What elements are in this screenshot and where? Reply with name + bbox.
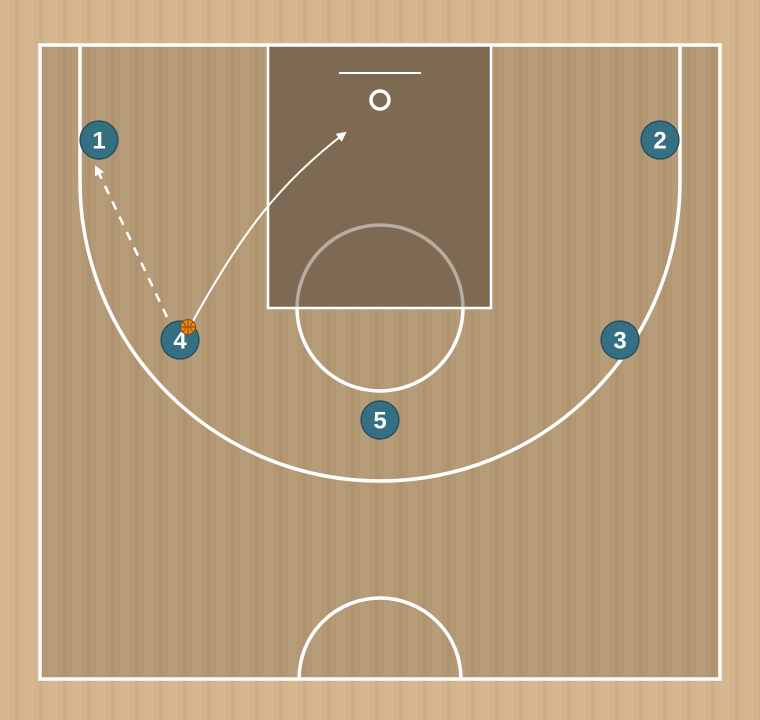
basket-rim: [369, 89, 391, 111]
player-4[interactable]: 4: [160, 320, 200, 360]
player-2-label: 2: [653, 128, 666, 155]
player-1[interactable]: 1: [79, 120, 119, 160]
three-point-line: [78, 45, 682, 483]
center-circle: [297, 596, 463, 680]
player-5-label: 5: [373, 408, 386, 435]
court-lines: [38, 43, 722, 681]
player-5[interactable]: 5: [360, 400, 400, 440]
free-throw-lane: [266, 43, 493, 310]
basketball-icon: [180, 319, 196, 335]
free-throw-circle-top: [295, 223, 465, 309]
player-2[interactable]: 2: [640, 120, 680, 160]
players-layer: 1 2 3 4 5: [79, 120, 680, 440]
cut-arrow-4-to-basket: [192, 131, 347, 322]
player-1-label: 1: [92, 128, 105, 155]
player-4-label: 4: [173, 328, 187, 355]
paint-area: [268, 45, 491, 308]
player-3-label: 3: [613, 328, 626, 355]
player-3[interactable]: 3: [600, 320, 640, 360]
pass-arrow-4-to-1: [94, 165, 169, 318]
free-throw-circle-bottom: [295, 307, 465, 393]
